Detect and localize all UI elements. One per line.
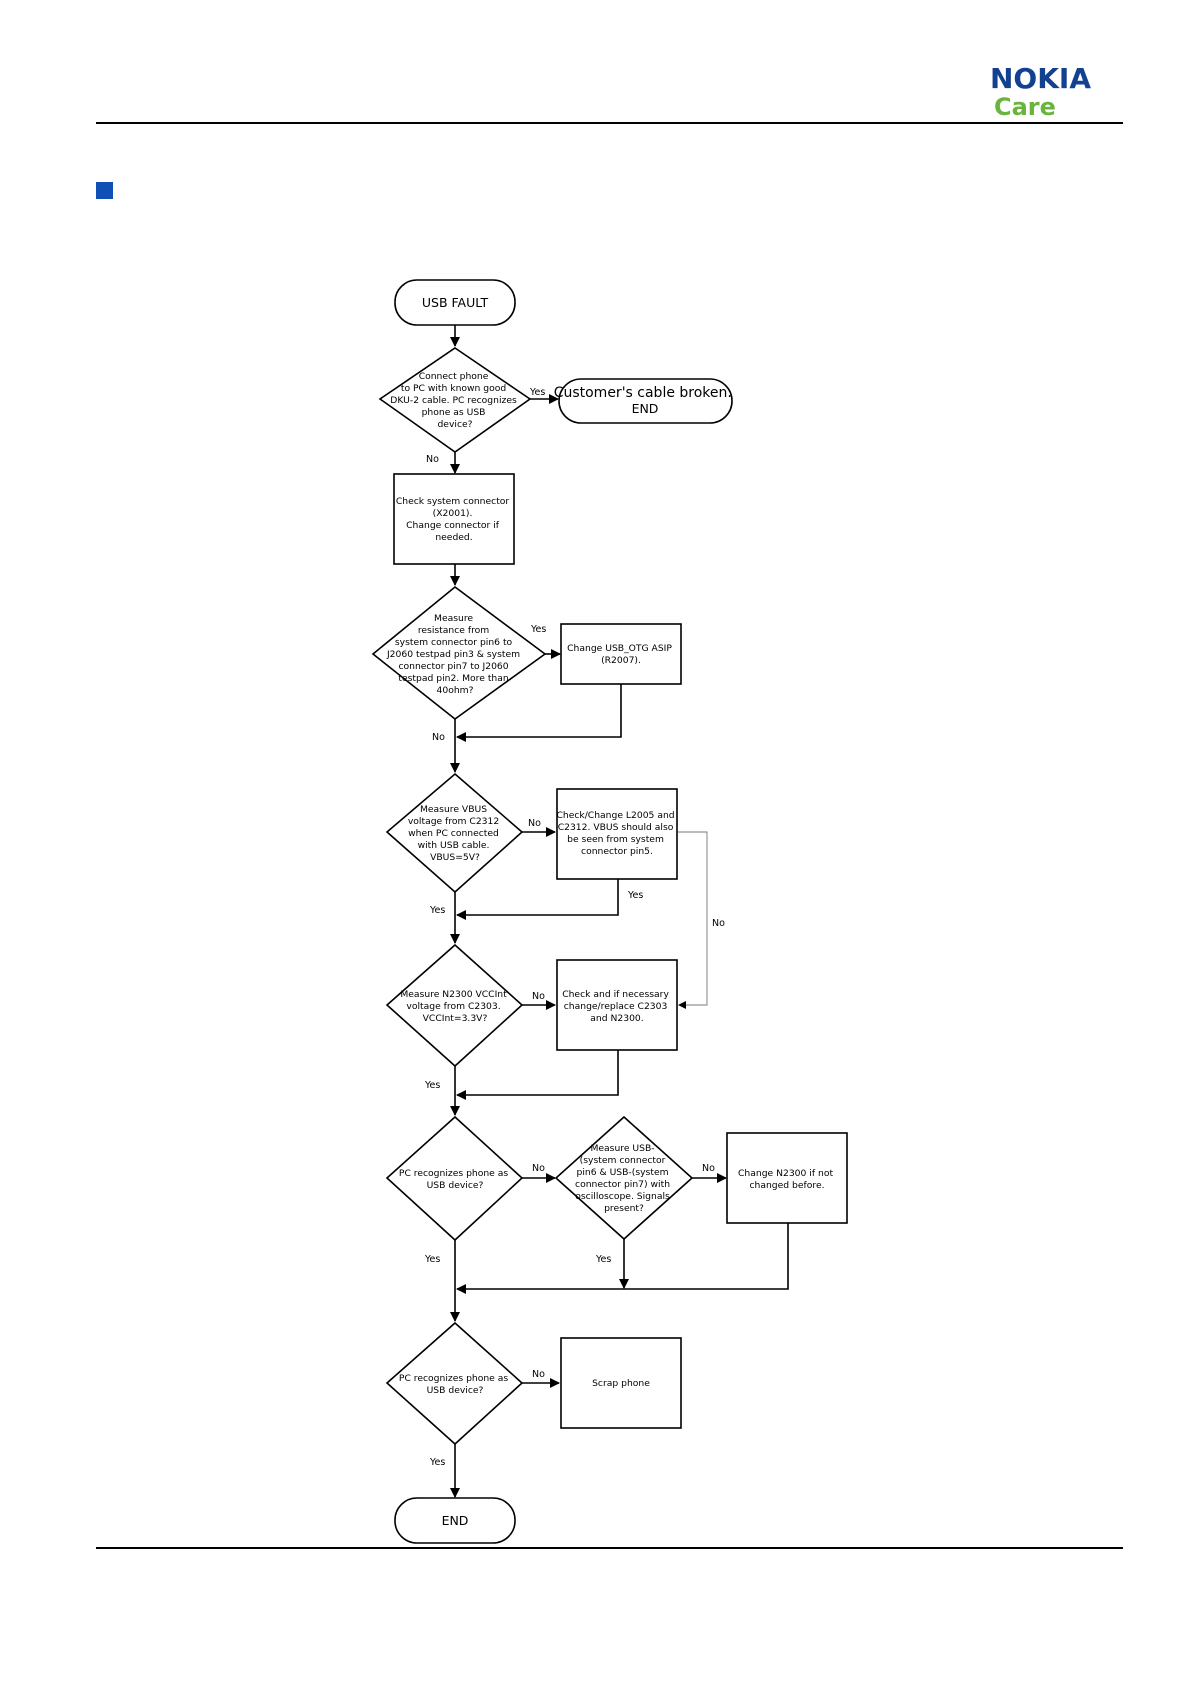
connectors [450,325,789,1498]
edge-p4-merge [456,1050,619,1100]
decision-3 [385,772,524,894]
process-scrap-phone [560,1337,682,1429]
decision-5 [385,1115,524,1242]
d5-text: PC recognizes phone as USB device? [399,1168,511,1191]
label-yes-d4: Yes [424,1080,440,1091]
end-node [394,1497,516,1544]
decision-4 [385,943,524,1068]
p6-text: Scrap phone [592,1378,650,1389]
decision-6 [554,1115,694,1241]
label-no-d2: No [432,732,445,743]
edge-p5-merge [456,1223,789,1294]
t1-text: Customer's cable broken. END [554,385,737,416]
label-no-p3: No [712,918,725,929]
label-no-d3: No [528,818,541,829]
edge-p3-no [678,831,708,1009]
label-yes-d3: Yes [429,905,445,916]
label-no-d1: No [426,454,439,465]
p3-text: Check/Change L2005 and C2312. VBUS shoul… [556,810,677,857]
p4-text: Check and if necessary change/replace C2… [562,989,672,1024]
label-yes-p3: Yes [627,890,643,901]
decision-2 [371,585,547,721]
label-yes-d6: Yes [595,1254,611,1265]
p2-text: Change USB_OTG ASIP (R2007). [567,643,675,666]
p5-text: Change N2300 if not changed before. [738,1168,836,1191]
process-check-c2303 [556,959,678,1051]
start-node [394,279,516,326]
decision-1 [378,347,532,453]
label-yes-d7: Yes [429,1457,445,1468]
d6-text: Measure USB- (system connector pin6 & US… [575,1143,673,1214]
process-check-connector [393,473,515,565]
edge-p3-yes [456,879,619,920]
decision-7 [385,1321,524,1446]
d1-text: Connect phone to PC with known good DKU-… [390,371,519,430]
process-change-asip [560,623,682,685]
edge-labels: Yes No Yes No No Yes No Yes No Yes No No… [424,387,725,1468]
d4-text: Measure N2300 VCCInt voltage from C2303.… [400,989,509,1024]
edge-p2-merge [456,684,622,742]
nokia-care-logo: NOKIA Care [990,64,1130,124]
label-no-d4: No [532,991,545,1002]
terminal-cable-broken [558,378,733,424]
process-change-n2300 [726,1132,848,1224]
d7-text: PC recognizes phone as USB device? [399,1373,511,1396]
label-yes-d5: Yes [424,1254,440,1265]
logo-brand: NOKIA [990,62,1092,95]
label-no-d6: No [702,1163,715,1174]
p1-text: Check system connector (X2001). Change c… [396,496,512,543]
nodes [371,279,848,1544]
start-text: USB FAULT [422,295,489,310]
logo-sub: Care [994,93,1056,121]
d2-text: Measure resistance from system connector… [386,613,523,696]
label-no-d5: No [532,1163,545,1174]
node-text: USB FAULT Connect phone to PC with known… [386,295,836,1528]
end-text: END [442,1513,469,1528]
header-rule [96,122,1123,124]
d3-text: Measure VBUS voltage from C2312 when PC … [408,804,502,863]
label-yes-d1: Yes [529,387,545,398]
label-no-d7: No [532,1369,545,1380]
footer-rule [96,1547,1123,1549]
section-bullet-icon [96,182,113,199]
label-yes-d2: Yes [530,624,546,635]
process-check-l2005 [556,788,678,880]
